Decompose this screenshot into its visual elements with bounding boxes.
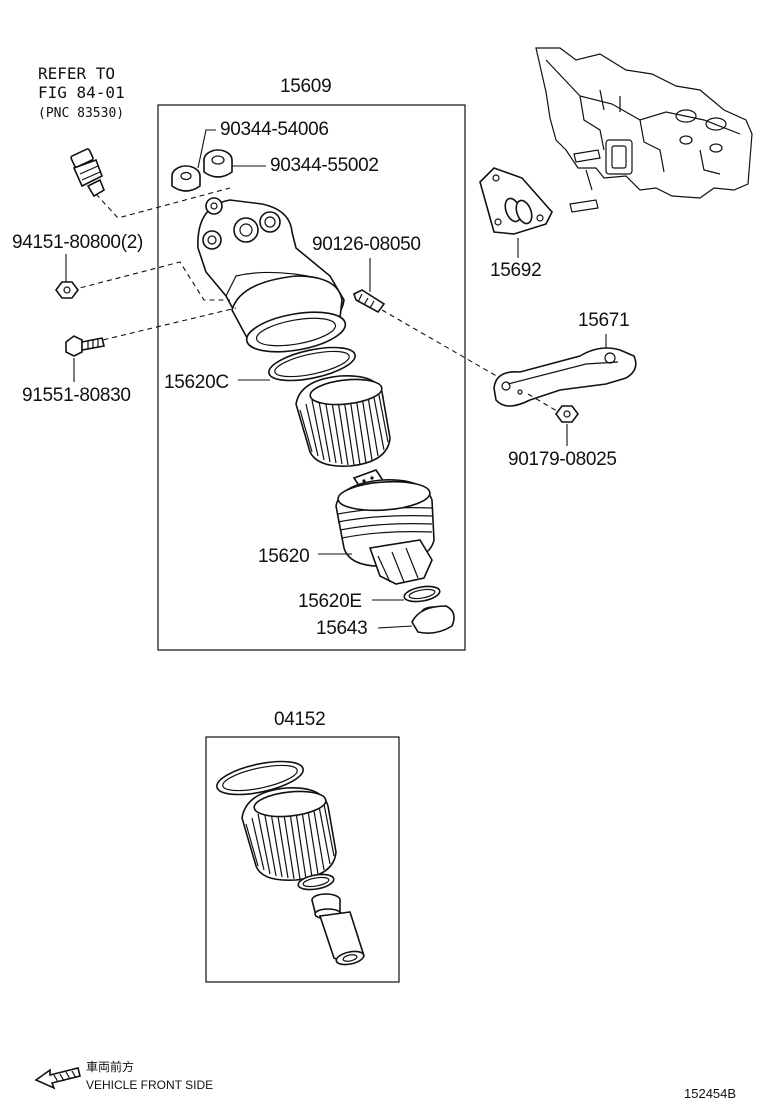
label-90179-08025: 90179-08025 bbox=[508, 449, 617, 470]
o-ring-15620e bbox=[403, 585, 441, 603]
label-15620e: 15620E bbox=[298, 591, 362, 612]
label-94151-80800: 94151-80800(2) bbox=[12, 232, 143, 253]
nut-dashed-leader bbox=[71, 261, 230, 301]
nut-94151-80800 bbox=[55, 281, 79, 299]
bolt-dashed-leader bbox=[85, 307, 237, 345]
bracket-15671 bbox=[493, 347, 637, 407]
bracket-nut-dashed-leader bbox=[527, 393, 563, 415]
label-15609: 15609 bbox=[280, 76, 331, 97]
drain-plug-15643 bbox=[411, 605, 455, 634]
kit-o-ring-small bbox=[297, 873, 335, 891]
label-04152: 04152 bbox=[274, 709, 325, 730]
footer-direction-label: VEHICLE FRONT SIDE bbox=[86, 1078, 213, 1092]
bolt-91551-80830 bbox=[65, 335, 105, 357]
refer-line-2: FIG 84-01 bbox=[38, 83, 125, 102]
label-15620: 15620 bbox=[258, 546, 309, 567]
refer-line-3: (PNC 83530) bbox=[38, 106, 124, 121]
filter-element bbox=[295, 375, 391, 468]
leader-15643 bbox=[377, 625, 413, 629]
kit-box-04152 bbox=[205, 736, 400, 983]
vehicle-front-arrow-icon bbox=[34, 1067, 81, 1090]
label-90126-08050: 90126-08050 bbox=[312, 234, 421, 255]
kit-drain-pipe bbox=[311, 893, 365, 966]
stud-90126-08050 bbox=[353, 289, 386, 314]
leader-90344-54006 bbox=[197, 129, 216, 169]
stud-dashed-leader bbox=[381, 309, 501, 379]
assembly-box-15609 bbox=[157, 104, 466, 651]
switch-dashed-leader bbox=[95, 187, 231, 219]
label-15643: 15643 bbox=[316, 618, 367, 639]
filter-cap-15620 bbox=[335, 469, 435, 585]
plug-90344-55002 bbox=[203, 149, 233, 178]
oil-pressure-switch bbox=[70, 148, 105, 198]
label-15620c: 15620C bbox=[164, 372, 229, 393]
engine-block-outline bbox=[535, 47, 753, 213]
refer-line-1: REFER TO bbox=[38, 64, 115, 83]
label-15692: 15692 bbox=[490, 260, 541, 281]
plug-90344-54006 bbox=[171, 165, 201, 192]
gasket-15692 bbox=[479, 167, 553, 235]
label-15671: 15671 bbox=[578, 310, 629, 331]
label-90344-55002: 90344-55002 bbox=[270, 155, 379, 176]
o-ring-15620c bbox=[268, 346, 356, 382]
label-90344-54006: 90344-54006 bbox=[220, 119, 329, 140]
nut-90179-08025 bbox=[555, 405, 579, 423]
kit-filter-element bbox=[241, 787, 337, 882]
label-91551-80830: 91551-80830 bbox=[22, 385, 131, 406]
figure-number: 152454B bbox=[684, 1086, 736, 1101]
oil-filter-housing bbox=[197, 197, 347, 353]
footer-jp-label: 車両前方 bbox=[86, 1059, 134, 1074]
kit-o-ring-large bbox=[216, 760, 304, 796]
